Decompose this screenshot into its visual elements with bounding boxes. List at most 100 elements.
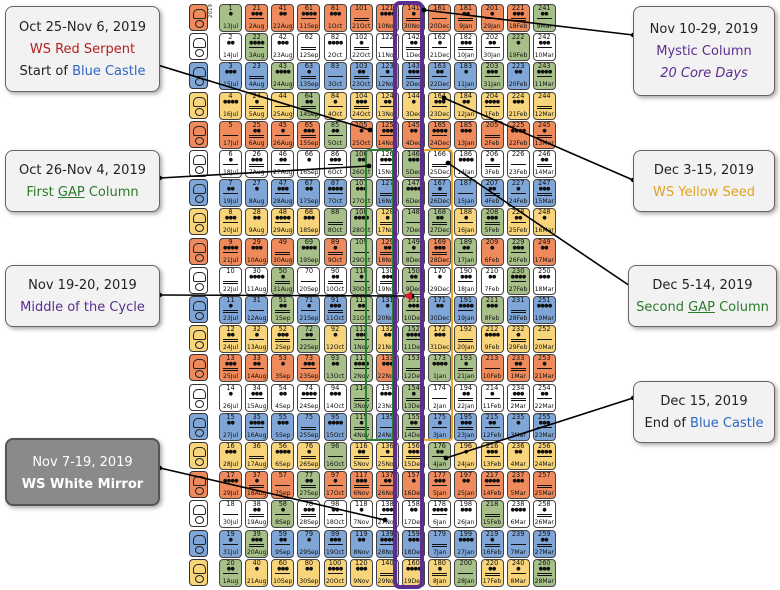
kin-cell-158: 158●●17Dec: [402, 500, 426, 529]
tone-dots: ●●: [488, 565, 496, 572]
callout-text: Start of: [19, 64, 73, 79]
kin-date: 9Aug: [248, 227, 265, 235]
kin-date: 5Sep: [275, 431, 291, 439]
cib-glyph-icon: [189, 442, 208, 469]
kin-cell-80: 80●●30Sep: [297, 558, 321, 587]
kin-date: 10Jan: [457, 52, 475, 60]
kin-number: 22: [252, 33, 261, 42]
tone-dots: ●●●●: [379, 390, 396, 397]
tone-dots: ●●●: [460, 127, 472, 134]
tone-bars: [484, 47, 500, 51]
tone-dots: ●●●●: [353, 215, 370, 222]
tone-bars: [353, 339, 369, 343]
kin-date: 25Sep: [299, 431, 319, 439]
kin-date: 15Jan: [457, 198, 475, 206]
kin-number: 210: [485, 266, 499, 275]
kin-date: 15Feb: [482, 519, 502, 527]
kin-cell-87: 87●●●●7Oct: [323, 179, 347, 208]
kin-number: 110: [354, 266, 368, 275]
kin-date: 15Mar: [534, 198, 554, 206]
kin-date: 11Nov: [377, 52, 398, 60]
tone-bars: [432, 164, 448, 168]
kin-date: 15Aug: [246, 402, 267, 410]
tone-bars: [223, 310, 238, 314]
tone-dots: ●: [307, 449, 311, 455]
tone-bars: [223, 193, 238, 197]
kin-date: 19Nov: [377, 285, 398, 293]
kin-cell-198: 198●●●26Jan: [454, 500, 478, 529]
tone-bars: [327, 514, 343, 518]
kin-cell-47: 47●●●28Aug: [271, 179, 295, 208]
kin-cell-211: 211●●●8Feb: [480, 296, 504, 324]
kin-number: 236: [511, 442, 525, 450]
tone-dots: ●●●: [355, 332, 368, 339]
tone-dots: ●●: [383, 332, 392, 339]
kin-date: 3Dec: [405, 110, 422, 118]
callout-text: Dec 15, 2019: [660, 394, 748, 409]
tone-dots: ●: [307, 303, 311, 309]
mystic-column-border: [393, 1, 424, 589]
tone-dots: ●: [333, 478, 337, 485]
kin-number: 132: [381, 325, 394, 334]
kin-cell-260: 260●●●28Mar: [532, 558, 556, 587]
tone-dots: ●●: [331, 127, 339, 134]
kin-cell-91: 91●●●11Oct: [323, 296, 347, 324]
kin-number: 171: [433, 296, 446, 304]
kin-date: 24Dec: [429, 139, 450, 147]
tone-bars: [275, 310, 291, 314]
tone-bars: [406, 426, 422, 431]
tone-dots: ●●●: [250, 536, 263, 543]
kin-date: 23Dec: [429, 110, 450, 118]
kin-date: 18Dec: [403, 548, 424, 556]
kin-cell-66: 66●16Sep: [297, 150, 321, 178]
kin-date: 27Mar: [534, 548, 554, 556]
kin-number: 137: [381, 471, 394, 480]
kin-cell-19: 19●31Jul: [219, 529, 242, 558]
kin-number: 98: [330, 500, 340, 509]
kin-cell-25: 25●●6Aug: [245, 120, 269, 149]
kin-number: 188: [459, 208, 473, 217]
tone-dots: ●●●: [407, 449, 420, 455]
kin-number: 115: [354, 412, 368, 421]
tone-dots: ●●●: [434, 98, 446, 105]
tone-bars: [536, 485, 552, 489]
tone-bars: [406, 456, 422, 460]
tone-bars: [249, 368, 265, 372]
kin-cell-24: 24●5Aug: [245, 91, 269, 120]
kin-cell-69: 69●●●●19Sep: [297, 237, 321, 266]
tone-bars: [406, 222, 422, 226]
kin-date: 2Sep: [275, 344, 291, 352]
tone-bars: [406, 397, 422, 402]
tone-bars: [510, 193, 526, 197]
tone-dots: ●●: [462, 478, 470, 485]
kin-date: 13Oct: [325, 373, 345, 381]
tone-dots: ●●: [488, 40, 496, 47]
kin-cell-155: 155●●14Dec: [402, 412, 426, 441]
kin-date: 12Nov: [377, 81, 398, 89]
kin-date: 26Jul: [222, 402, 239, 410]
kin-date: 30Oct: [352, 285, 371, 293]
kin-number: 77: [304, 471, 314, 480]
kin-number: 30: [252, 266, 261, 275]
tone-dots: ●: [490, 390, 494, 397]
cimi-glyph-icon: [189, 150, 208, 177]
tone-bars: [249, 485, 265, 489]
kin-cell-199: 199●●●●27Jan: [454, 529, 478, 558]
tone-bars: [353, 251, 369, 256]
tone-dots: ●●●●: [327, 565, 344, 572]
tone-dots: ●●: [514, 449, 522, 455]
kin-cell-168: 168●●27Dec: [428, 208, 452, 237]
etznab-glyph-icon: [189, 500, 208, 528]
kin-date: 3Jan: [433, 431, 447, 439]
tone-bars: [510, 397, 526, 402]
kin-number: 67: [304, 179, 314, 188]
kin-number: 245: [538, 120, 551, 129]
kin-cell-156: 156●●●15Dec: [402, 442, 426, 470]
tone-bars: [275, 280, 291, 285]
kin-date: 8Sep: [275, 519, 291, 527]
kin-number: 235: [511, 412, 525, 421]
tone-dots: ●: [359, 40, 364, 47]
